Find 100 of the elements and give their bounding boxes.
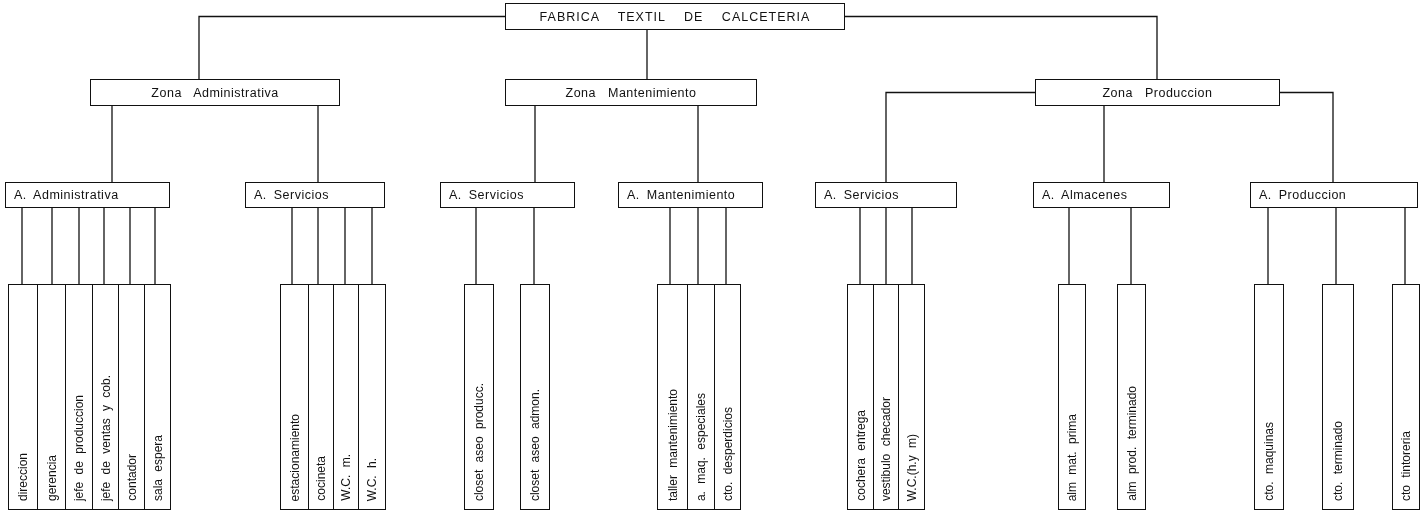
- box-label: cto tintoreria: [1399, 430, 1413, 501]
- connector-line: [21, 207, 23, 285]
- box-label: Zona Mantenimiento: [565, 85, 697, 100]
- room-box: [8, 284, 38, 510]
- connector-line: [475, 207, 477, 285]
- box-label: A. Produccion: [1259, 188, 1347, 202]
- box-label: sala espera: [150, 434, 165, 501]
- connector-line: [1404, 207, 1406, 285]
- room-box: [118, 284, 145, 510]
- connector-line: [291, 207, 293, 285]
- connector-line: [1103, 105, 1105, 183]
- connector-line: [697, 105, 699, 183]
- area-box: [1250, 182, 1418, 208]
- connector-line: [885, 91, 1036, 183]
- box-label: A. Administrativa: [14, 188, 119, 202]
- box-label: cto. terminado: [1331, 420, 1345, 501]
- box-label: Zona Administrativa: [151, 85, 279, 100]
- room-box: [1117, 284, 1146, 510]
- room-box: [847, 284, 874, 510]
- box-label: alm mat. prima: [1065, 413, 1079, 501]
- room-box: [898, 284, 925, 510]
- connector-line: [669, 207, 671, 285]
- box-label: direccion: [16, 452, 30, 501]
- connector-line: [317, 207, 319, 285]
- room-box: [687, 284, 715, 510]
- box-label: Zona Produccion: [1102, 85, 1213, 100]
- box-label: cochera entrega: [853, 410, 868, 501]
- room-box: [464, 284, 494, 510]
- room-box: [308, 284, 334, 510]
- connector-line: [859, 207, 861, 285]
- connector-line: [844, 15, 1158, 80]
- box-label: estacionamiento: [287, 413, 302, 501]
- box-label: FABRICA TEXTIL DE CALCETERIA: [539, 9, 811, 24]
- box-label: A. Servicios: [449, 188, 524, 202]
- box-label: contador: [124, 454, 139, 501]
- connector-line: [129, 207, 131, 285]
- connector-line: [344, 207, 346, 285]
- connector-line: [885, 207, 887, 285]
- area-box: [5, 182, 170, 208]
- box-label: A. Servicios: [824, 188, 899, 202]
- area-box: [440, 182, 575, 208]
- area-box: [815, 182, 957, 208]
- connector-line: [154, 207, 156, 285]
- box-label: cto. desperdicios: [720, 406, 735, 501]
- room-box: [1322, 284, 1354, 510]
- box-label: taller mantenimiento: [665, 388, 680, 501]
- connector-line: [1279, 91, 1334, 183]
- connector-line: [646, 29, 648, 80]
- box-label: closet aseo producc.: [472, 382, 486, 501]
- room-box: [92, 284, 119, 510]
- connector-line: [78, 207, 80, 285]
- room-box: [144, 284, 171, 510]
- room-box: [1254, 284, 1284, 510]
- connector-line: [534, 105, 536, 183]
- room-box: [873, 284, 899, 510]
- box-label: A. Servicios: [254, 188, 329, 202]
- connector-line: [111, 105, 113, 183]
- room-box: [520, 284, 550, 510]
- connector-line: [1130, 207, 1132, 285]
- connector-line: [51, 207, 53, 285]
- room-box: [1058, 284, 1086, 510]
- room-box: [714, 284, 741, 510]
- box-label: W.C. m.: [339, 454, 353, 501]
- box-label: a. maq. especiales: [694, 392, 708, 501]
- box-label: closet aseo admon.: [528, 388, 542, 501]
- connector-line: [1335, 207, 1337, 285]
- box-label: cto. maquinas: [1262, 422, 1276, 501]
- area-box: [1033, 182, 1170, 208]
- box-label: vestibulo checador: [879, 396, 893, 501]
- room-box: [37, 284, 66, 510]
- box-label: A. Mantenimiento: [627, 188, 736, 202]
- box-label: jefe de ventas y cob.: [98, 374, 113, 501]
- connector-line: [198, 15, 506, 80]
- box-label: jefe de produccion: [72, 394, 86, 501]
- box-label: alm prod. terminado: [1124, 386, 1139, 501]
- connector-line: [103, 207, 105, 285]
- room-box: [358, 284, 386, 510]
- connector-line: [533, 207, 535, 285]
- box-label: gerencia: [44, 454, 59, 501]
- room-box: [657, 284, 688, 510]
- room-box: [65, 284, 93, 510]
- box-label: cocineta: [314, 456, 328, 501]
- zone-box: [1035, 79, 1280, 106]
- org-root-box: [505, 3, 845, 30]
- zone-box: [90, 79, 340, 106]
- room-box: [333, 284, 359, 510]
- connector-line: [697, 207, 699, 285]
- room-box: [1392, 284, 1420, 510]
- room-box: [280, 284, 309, 510]
- zone-box: [505, 79, 757, 106]
- area-box: [618, 182, 763, 208]
- connector-line: [725, 207, 727, 285]
- connector-line: [371, 207, 373, 285]
- connector-line: [1068, 207, 1070, 285]
- box-label: W.C.(h.y m): [904, 433, 919, 501]
- area-box: [245, 182, 385, 208]
- connector-line: [317, 105, 319, 183]
- box-label: A. Almacenes: [1042, 188, 1128, 202]
- box-label: W.C. h.: [365, 457, 379, 501]
- connector-line: [911, 207, 913, 285]
